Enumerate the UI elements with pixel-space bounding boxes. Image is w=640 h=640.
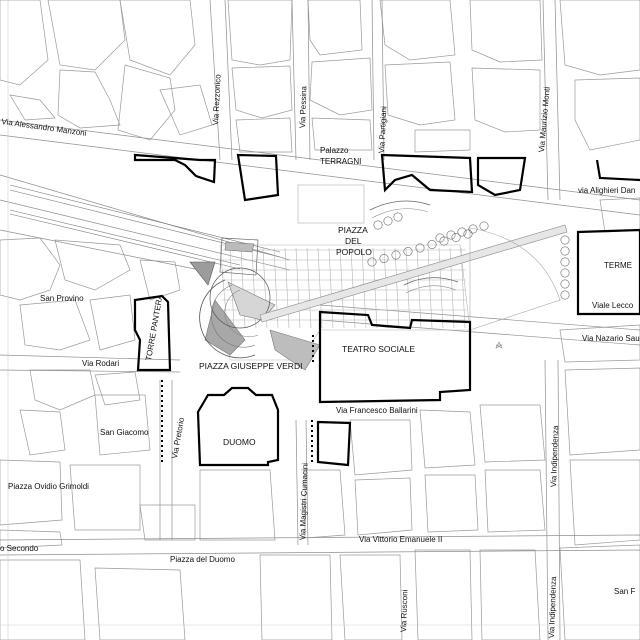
label-via-rusconi: Via Rusconi [399,589,410,633]
label-duomo: DUOMO [223,437,256,447]
plaza-features [189,200,568,371]
highlight-buildings [133,153,640,467]
label-via-vittorio-emanuele: Via Vittorio Emanuele II [359,535,443,544]
label-piazza: PIAZZA [338,225,368,235]
label-viale-lecco: Viale Lecco [592,301,634,310]
label-piazza-ovidio-grimoldi: Piazza Ovidio Grimoldi [8,482,89,491]
label-piazza-del-duomo: Piazza del Duomo [170,555,235,564]
piazza-pavement-grid [219,244,471,361]
label-secondo: o Secondo [0,544,39,553]
torre-pantera-building [133,294,172,372]
tree-rows [367,212,570,300]
label-via-alighieri-dante: via Alighieri Dan [578,186,636,195]
park-square [297,184,365,224]
label-via-rodari: Via Rodari [82,359,120,368]
label-via-nazario-sauro: Via Nazario Sau [582,334,640,343]
teatro-sociale-building [318,310,472,404]
label-piazza-giuseppe-verdi: PIAZZA GIUSEPPE VERDI [199,361,303,371]
label-terragni: TERRAGNI [320,157,362,166]
label-teatro-sociale: TEATRO SOCIALE [342,344,416,354]
label-terme: TERME [604,261,632,270]
terme-building [576,228,640,316]
dotted-borders [161,335,314,465]
label-popolo: POPOLO [336,247,372,257]
duomo-building [196,386,280,467]
label-palazzo: Palazzo [320,146,349,155]
label-via-francesco-ballarini: Via Francesco Ballarini [336,406,418,415]
label-san-provino: San Provino [40,294,84,303]
label-via-pessina: Via Pessina [298,85,309,129]
label-san-f: San F [614,587,636,596]
label-san-giacomo: San Giacomo [100,428,149,437]
label-del: DEL [345,236,362,246]
